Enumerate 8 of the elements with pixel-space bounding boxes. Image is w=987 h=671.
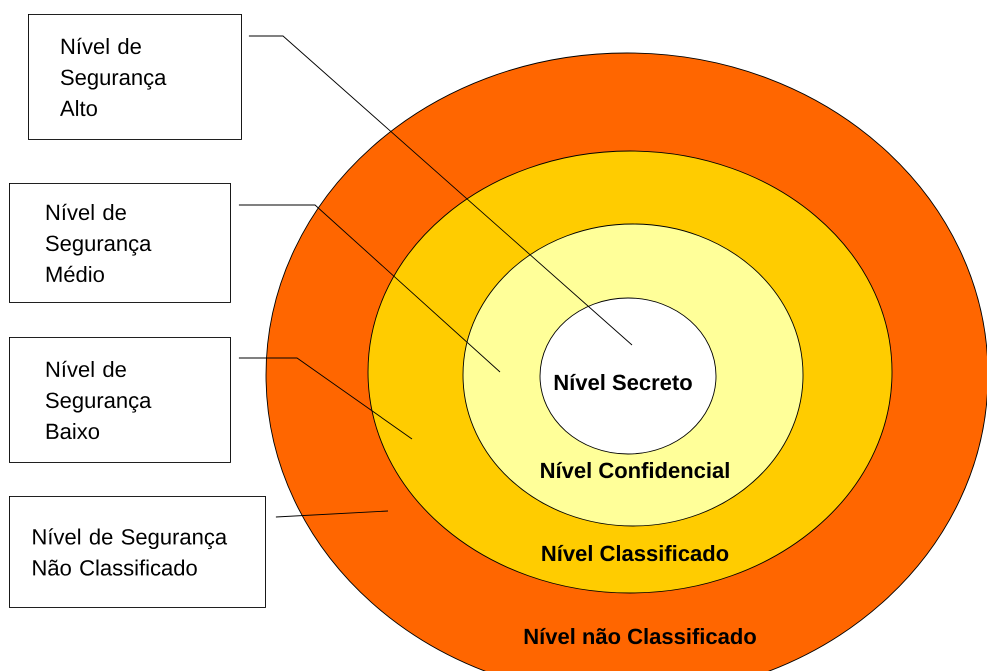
leader-line [238,204,500,372]
label-box: Nível de Segurança Alto [28,14,242,140]
label-box: Nível de Segurança Baixo [9,337,231,463]
label-box: Nível de Segurança Não Classificado [9,496,266,608]
label-box: Nível de Segurança Médio [9,183,231,303]
leader-line [248,36,632,346]
leader-line [238,358,412,440]
leader-line [275,510,388,518]
